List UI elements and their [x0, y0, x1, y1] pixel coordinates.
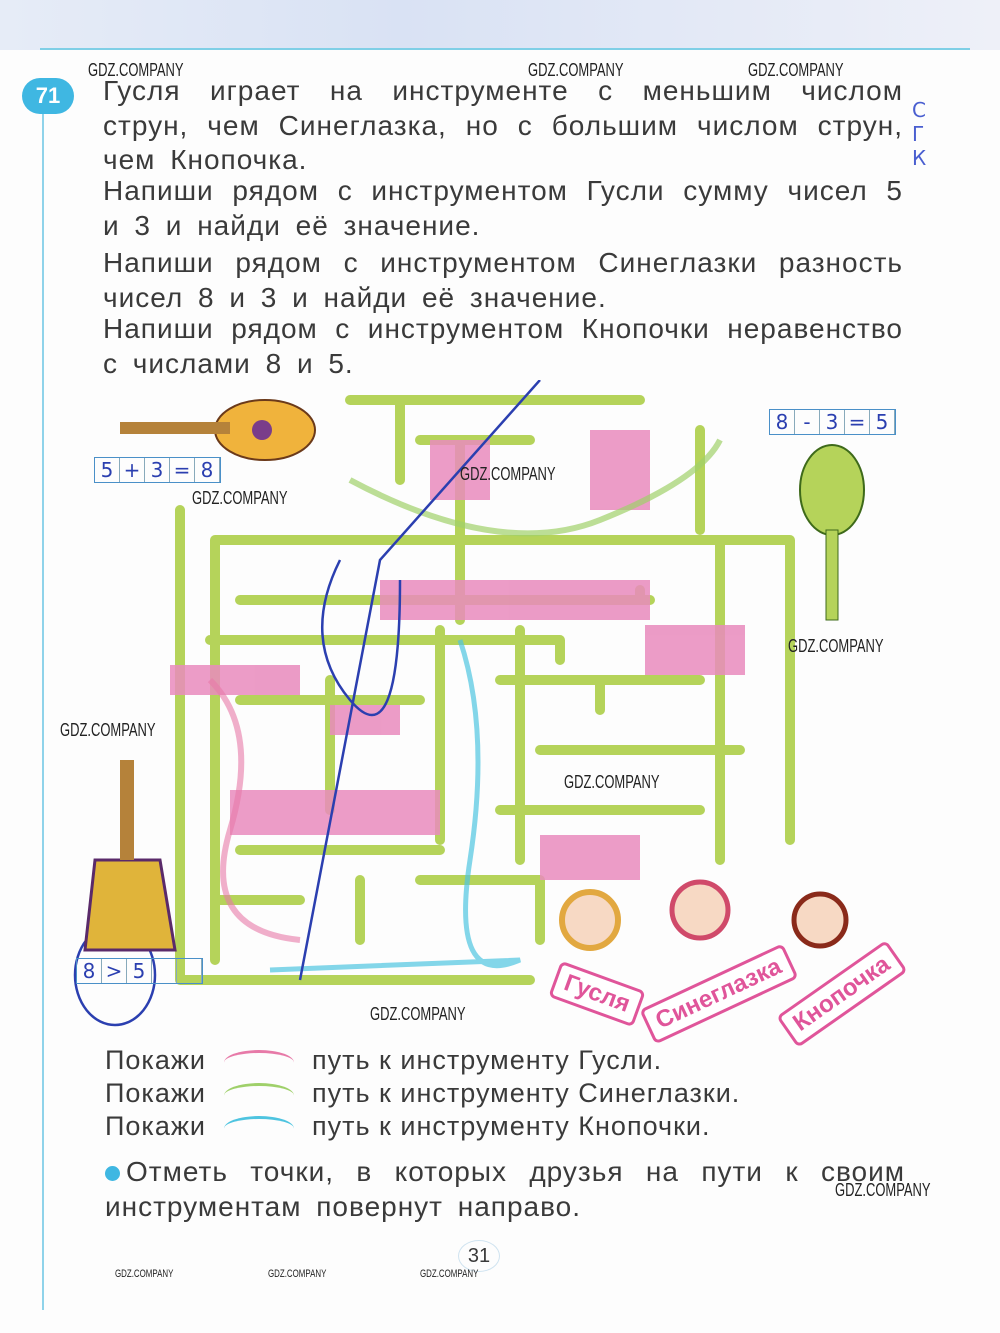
task-text: Отметь точки, в которых друзья на пути к…	[105, 1155, 905, 1224]
bullet-icon	[105, 1166, 120, 1181]
paragraph-3: Напиши рядом с инструментом Синеглазки р…	[103, 247, 903, 313]
domra-icon	[799, 444, 865, 621]
task-label: Отметь точки, в которых друзья на пути к…	[105, 1156, 905, 1222]
watermark: GDZ.COMPANY	[748, 60, 844, 80]
watermark: GDZ.COMPANY	[60, 720, 156, 740]
watermark: GDZ.COMPANY	[115, 1268, 174, 1280]
side-note: С Г К	[912, 98, 926, 170]
answer-cell: 5	[95, 458, 120, 482]
paragraph-2: Напиши рядом с инструментом Гусли сумму …	[103, 175, 903, 241]
note-letter: Г	[912, 122, 925, 146]
kids-illustration	[559, 879, 849, 951]
legend-text: путь к инструменту Гусли.	[312, 1045, 663, 1075]
margin-line	[42, 100, 44, 1310]
blue-arc-icon	[224, 1116, 294, 1141]
guitar-answer: 5+3=8	[94, 457, 221, 483]
watermark: GDZ.COMPANY	[788, 636, 884, 656]
exercise-number: 71	[22, 78, 74, 114]
maze-illustration	[73, 380, 865, 1027]
green-arc-icon	[224, 1083, 294, 1108]
paragraph-1: Гусля играет на инструменте с меньшим чи…	[103, 75, 903, 175]
legend-row-knopochka: Покажи путь к инструменту Кнопочки.	[105, 1111, 710, 1142]
answer-cell	[152, 959, 177, 983]
note-letter: К	[912, 146, 927, 170]
answer-cell: 5	[127, 959, 152, 983]
watermark: GDZ.COMPANY	[192, 488, 288, 508]
answer-cell: 8	[77, 959, 102, 983]
watermark: GDZ.COMPANY	[564, 772, 660, 792]
watermark: GDZ.COMPANY	[88, 60, 184, 80]
answer-cell: >	[102, 959, 127, 983]
answer-cell: =	[170, 458, 195, 482]
answer-cell: 8	[770, 410, 795, 434]
watermark: GDZ.COMPANY	[460, 464, 556, 484]
page-number: 31	[458, 1240, 500, 1272]
balalaika-icon	[83, 760, 177, 952]
pink-arc-icon	[224, 1050, 294, 1075]
note-letter: С	[912, 98, 926, 122]
answer-cell: 8	[195, 458, 220, 482]
watermark: GDZ.COMPANY	[528, 60, 624, 80]
legend-row-sineglazka: Покажи путь к инструменту Синеглазки.	[105, 1078, 740, 1109]
decorative-header	[0, 0, 1000, 50]
legend-text: путь к инструменту Синеглазки.	[312, 1078, 741, 1108]
legend-text: путь к инструменту Кнопочки.	[312, 1111, 711, 1141]
guitar-icon	[120, 399, 316, 461]
answer-cell: +	[120, 458, 145, 482]
answer-cell: -	[795, 410, 820, 434]
watermark: GDZ.COMPANY	[835, 1180, 931, 1200]
answer-cell: 5	[870, 410, 895, 434]
answer-cell: 3	[820, 410, 845, 434]
paragraph-4: Напиши рядом с инструментом Кнопочки нер…	[103, 313, 903, 379]
legend-row-guslya: Покажи путь к инструменту Гусли.	[105, 1045, 662, 1076]
legend-word: Покажи	[105, 1111, 206, 1141]
watermark: GDZ.COMPANY	[268, 1268, 327, 1280]
divider	[40, 48, 970, 50]
answer-cell: 3	[145, 458, 170, 482]
balalaika-answer: 8>5	[76, 958, 203, 984]
legend-word: Покажи	[105, 1045, 206, 1075]
watermark: GDZ.COMPANY	[420, 1268, 479, 1280]
answer-cell: =	[845, 410, 870, 434]
domra-answer: 8-3=5	[769, 409, 896, 435]
answer-cell	[177, 959, 202, 983]
legend-word: Покажи	[105, 1078, 206, 1108]
watermark: GDZ.COMPANY	[370, 1004, 466, 1024]
